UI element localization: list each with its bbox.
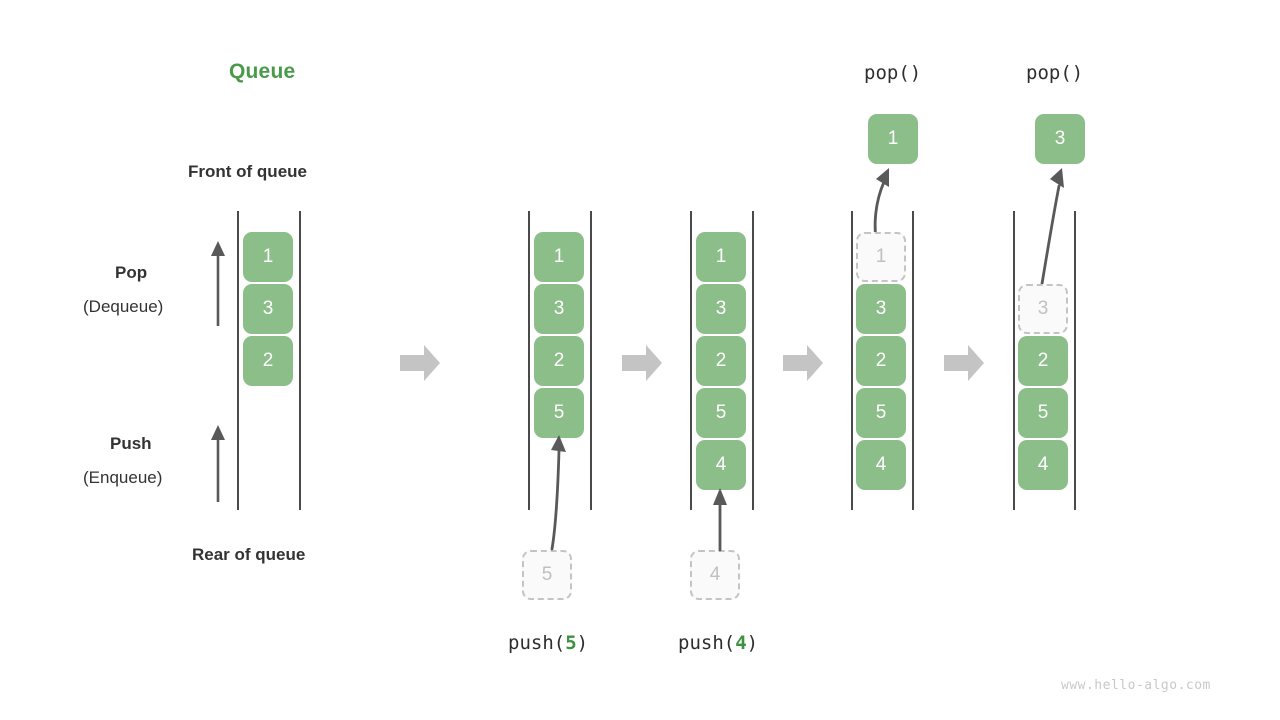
queue-cell: 2	[1018, 336, 1068, 386]
pop-direction-arrow-icon	[211, 241, 225, 326]
queue-rail-left-col5	[1013, 211, 1015, 510]
front-of-queue-label: Front of queue	[188, 162, 307, 181]
queue-cell: 3	[243, 284, 293, 334]
queue-rail-left-col4	[851, 211, 853, 510]
rear-of-queue-label: Rear of queue	[192, 545, 306, 564]
push-5-caption: push(5)	[508, 632, 589, 654]
step-arrow-icon	[400, 345, 440, 381]
queue-cell: 1	[534, 232, 584, 282]
queue-cell: 3	[696, 284, 746, 334]
queue-cell: 4	[856, 440, 906, 490]
push-direction-arrow-icon	[211, 425, 225, 502]
queue-rail-right-col4	[912, 211, 914, 510]
queue-rail-right-col1	[299, 211, 301, 510]
step-arrow-icon	[783, 345, 823, 381]
queue-cell: 2	[696, 336, 746, 386]
popped-cell: 1	[868, 114, 918, 164]
queue-rail-left-col2	[528, 211, 530, 510]
pop-caption-col5: pop()	[1026, 62, 1084, 84]
queue-cell: 5	[534, 388, 584, 438]
step-arrow-icon	[622, 345, 662, 381]
queue-cell: 2	[534, 336, 584, 386]
queue-cell: 5	[856, 388, 906, 438]
queue-rail-right-col5	[1074, 211, 1076, 510]
queue-cell: 2	[856, 336, 906, 386]
queue-rail-right-col3	[752, 211, 754, 510]
caption-fn-name: push	[678, 632, 724, 654]
pop-caption-col4: pop()	[864, 62, 922, 84]
step-arrow-icon	[944, 345, 984, 381]
queue-cell: 1	[696, 232, 746, 282]
push-label: Push	[110, 434, 152, 453]
queue-cell: 3	[534, 284, 584, 334]
queue-cell-removed: 1	[856, 232, 906, 282]
queue-rail-right-col2	[590, 211, 592, 510]
queue-cell: 5	[696, 388, 746, 438]
pop-sublabel: (Dequeue)	[83, 297, 164, 316]
queue-cell: 3	[856, 284, 906, 334]
incoming-ghost-cell: 5	[522, 550, 572, 600]
queue-cell: 4	[696, 440, 746, 490]
queue-rail-left-col3	[690, 211, 692, 510]
pop-label: Pop	[115, 263, 148, 282]
queue-cell: 4	[1018, 440, 1068, 490]
queue-cell-removed: 3	[1018, 284, 1068, 334]
caption-arg: 4	[735, 632, 747, 654]
popped-cell: 3	[1035, 114, 1085, 164]
queue-cell: 1	[243, 232, 293, 282]
push-motion-arrow-icon	[550, 435, 566, 551]
caption-arg: 5	[565, 632, 577, 654]
queue-cell: 5	[1018, 388, 1068, 438]
watermark: www.hello-algo.com	[1061, 678, 1211, 693]
diagram-title: Queue	[229, 60, 296, 83]
queue-rail-left-col1	[237, 211, 239, 510]
caption-fn-name: push	[508, 632, 554, 654]
push-sublabel: (Enqueue)	[83, 468, 163, 487]
queue-cell: 2	[243, 336, 293, 386]
push-motion-arrow-icon	[713, 488, 727, 552]
incoming-ghost-cell: 4	[690, 550, 740, 600]
push-4-caption: push(4)	[678, 632, 759, 654]
